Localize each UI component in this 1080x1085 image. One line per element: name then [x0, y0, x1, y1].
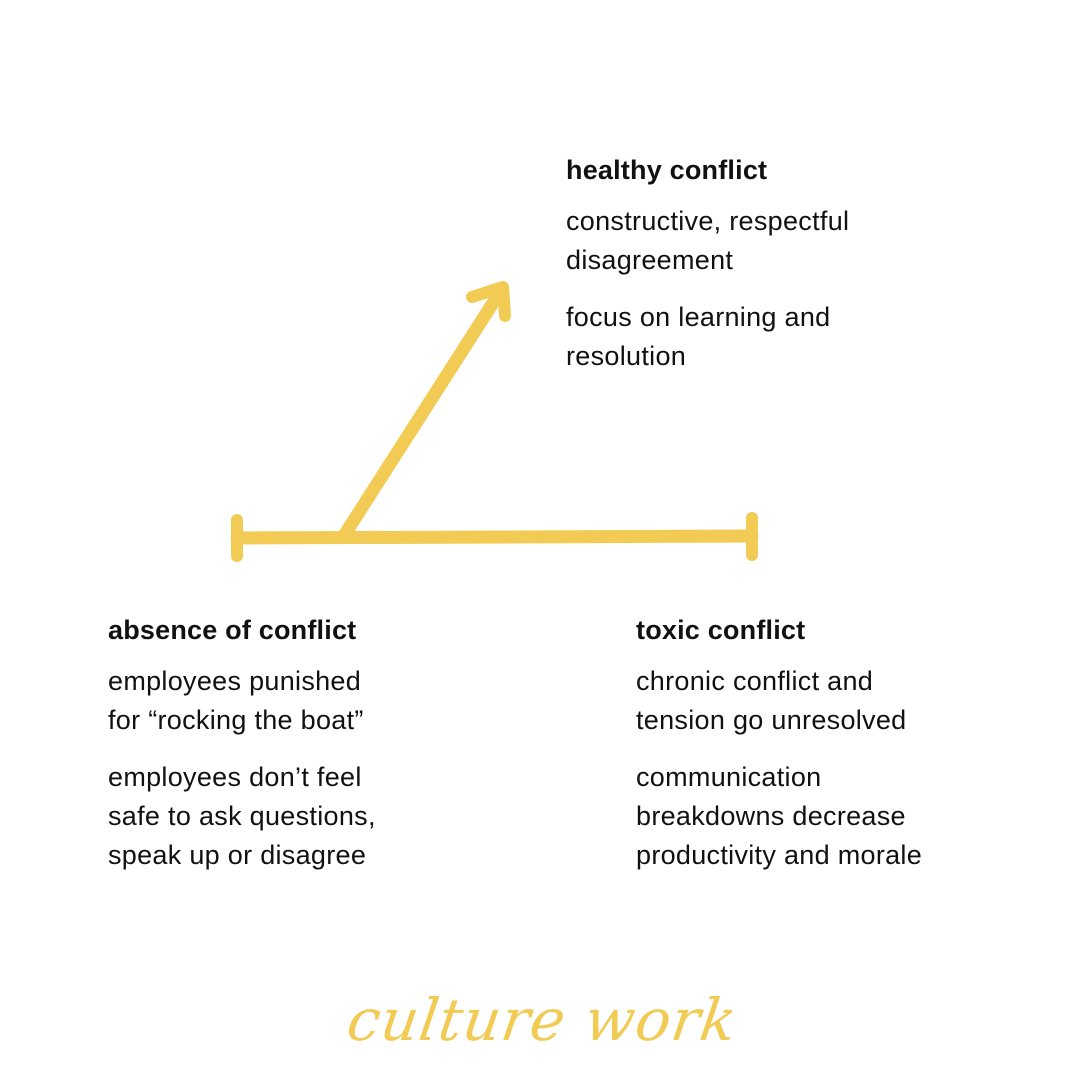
- toxic-conflict-point: communication breakdowns decrease produc…: [636, 762, 923, 870]
- absence-of-conflict-point: employees punished for “rocking the boat…: [108, 666, 364, 735]
- culture-work-logo-text: culture work: [343, 986, 741, 1054]
- healthy-arrow-head: [466, 281, 511, 322]
- culture-work-logo-mark: culture work: [343, 986, 741, 1054]
- healthy-arrow-shaft: [338, 285, 507, 541]
- healthy-conflict-title: healthy conflict: [566, 155, 768, 185]
- healthy-conflict-point: focus on learning and resolution: [566, 302, 831, 371]
- absence-of-conflict-point: employees don’t feel safe to ask questio…: [108, 762, 376, 870]
- absence-of-conflict-block: absence of conflict employees punished f…: [108, 612, 448, 893]
- absence-of-conflict-title: absence of conflict: [108, 615, 357, 645]
- healthy-conflict-block: healthy conflict constructive, respectfu…: [566, 152, 926, 394]
- spectrum-line: [230, 529, 759, 545]
- toxic-conflict-point: chronic conflict and tension go unresolv…: [636, 666, 907, 735]
- healthy-conflict-point: constructive, respectful disagreement: [566, 206, 850, 275]
- toxic-conflict-title: toxic conflict: [636, 615, 806, 645]
- culture-work-logo: culture work: [0, 980, 1080, 1070]
- toxic-conflict-block: toxic conflict chronic conflict and tens…: [636, 612, 996, 893]
